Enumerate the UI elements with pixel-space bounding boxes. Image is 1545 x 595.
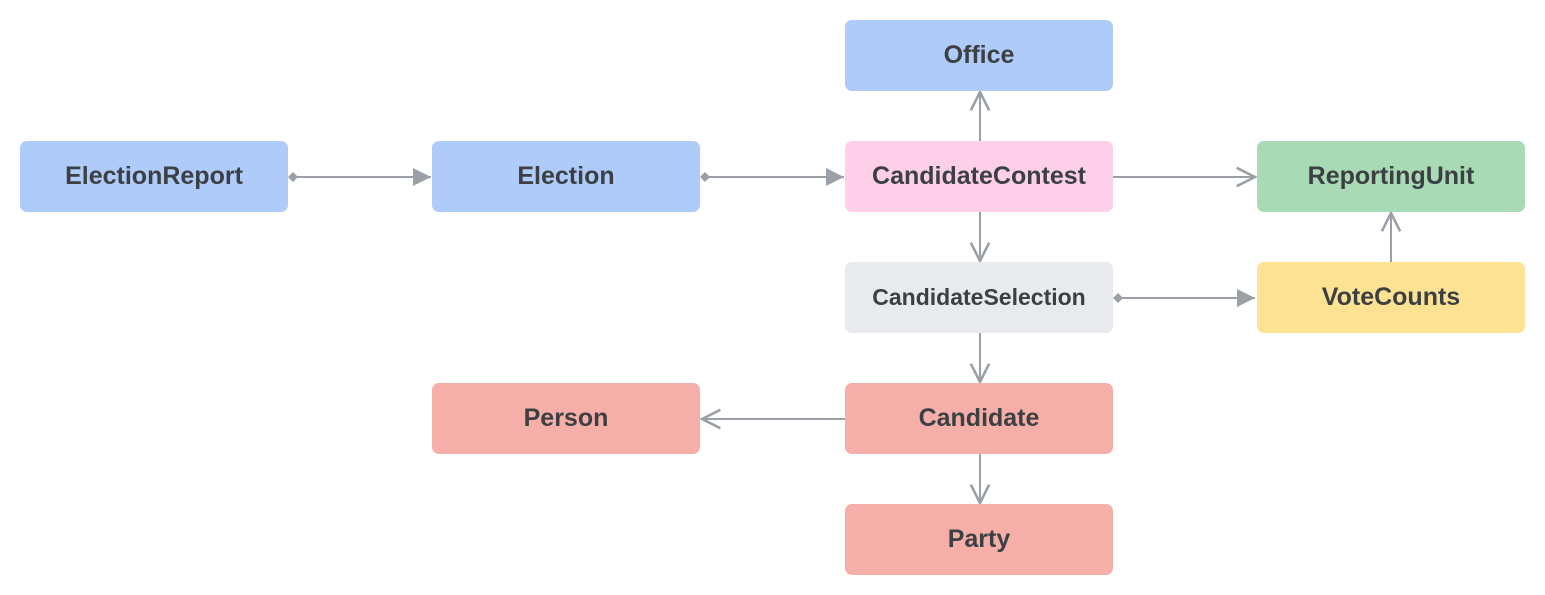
- node-candidate: Candidate: [845, 383, 1113, 454]
- node-candidate-label: Candidate: [918, 404, 1040, 432]
- node-election-report: ElectionReport: [20, 141, 288, 212]
- node-reporting-unit-label: ReportingUnit: [1307, 162, 1475, 190]
- node-candidate-contest: CandidateContest: [845, 141, 1113, 212]
- node-person: Person: [432, 383, 700, 454]
- node-party: Party: [845, 504, 1113, 575]
- node-candidate-contest-label: CandidateContest: [872, 162, 1086, 190]
- node-reporting-unit: ReportingUnit: [1257, 141, 1525, 212]
- node-candidate-selection: CandidateSelection: [845, 262, 1113, 333]
- node-office-label: Office: [943, 41, 1015, 69]
- node-election: Election: [432, 141, 700, 212]
- node-election-report-label: ElectionReport: [65, 162, 243, 190]
- node-election-label: Election: [517, 162, 615, 190]
- node-vote-counts-label: VoteCounts: [1321, 283, 1461, 311]
- node-office: Office: [845, 20, 1113, 91]
- node-person-label: Person: [523, 404, 609, 432]
- node-party-label: Party: [947, 525, 1011, 553]
- node-candidate-selection-label: CandidateSelection: [872, 284, 1086, 310]
- node-vote-counts: VoteCounts: [1257, 262, 1525, 333]
